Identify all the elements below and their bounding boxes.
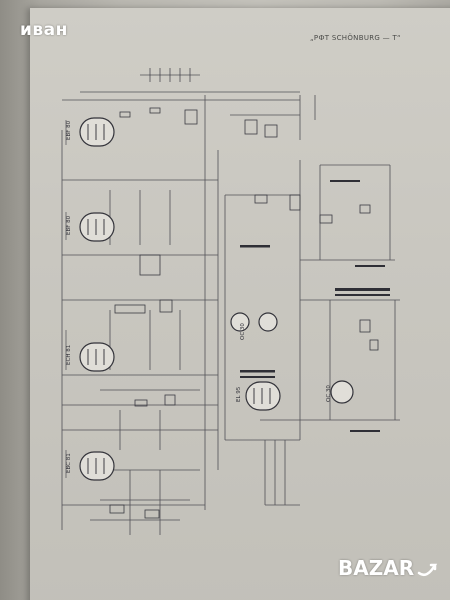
tube-label: EBF 80 (66, 120, 72, 140)
tube-label: EBC 81 (66, 453, 72, 473)
tube-label: EL 95 (236, 386, 242, 402)
brand-logo: BAZAR (338, 556, 438, 580)
tube-label: EBF 80 (66, 215, 72, 235)
arrow-logo-icon (417, 563, 438, 576)
tube-label: OC 30 (240, 323, 246, 340)
seller-watermark: иван (20, 20, 68, 40)
tube-label: ECH 81 (66, 345, 72, 365)
tube-label: OC 30 (326, 385, 332, 402)
brand-name: BAZAR (338, 556, 415, 580)
schematic-page (30, 8, 450, 600)
schematic-header-title: „РФТ SCHÖNBURG — T“ (310, 34, 401, 42)
